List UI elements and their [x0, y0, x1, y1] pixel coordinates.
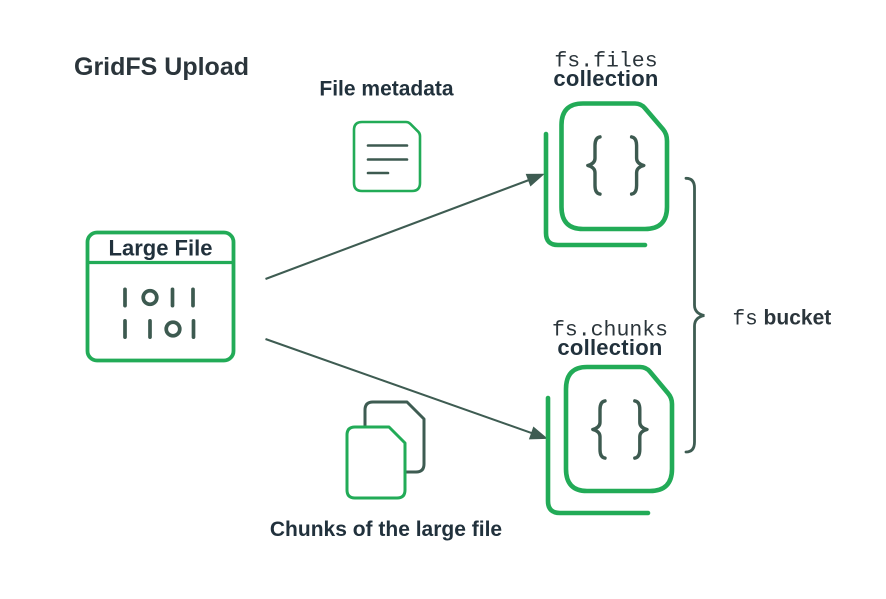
svg-text:collection: collection [553, 66, 658, 91]
svg-text:GridFS Upload: GridFS Upload [74, 53, 249, 81]
svg-text:File metadata: File metadata [319, 78, 454, 101]
svg-text:collection: collection [557, 335, 662, 360]
svg-text:Large File: Large File [109, 236, 213, 261]
svg-text:fs bucket: fs bucket [733, 307, 832, 332]
svg-text:Chunks of the large file: Chunks of the large file [270, 518, 502, 541]
svg-text:fs.files: fs.files [554, 50, 657, 74]
svg-text:fs.chunks: fs.chunks [552, 319, 668, 343]
